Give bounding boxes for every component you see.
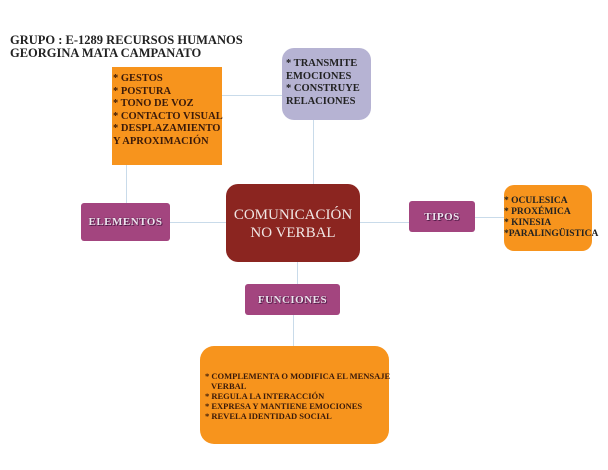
funciones-list-box: * COMPLEMENTA O MODIFICA EL MENSAJE VERB… xyxy=(200,346,391,444)
connector xyxy=(126,165,127,203)
list-item: * OCULESICA xyxy=(504,196,568,206)
list-item: Y APROXIMACIÓN xyxy=(113,135,209,147)
list-item: * REGULA LA INTERACCIÓN xyxy=(205,391,325,401)
list-item: * EXPRESA Y MANTIENE EMOCIONES xyxy=(205,401,363,411)
list-item: * PROXÉMICA xyxy=(504,207,571,217)
funciones-node: FUNCIONES xyxy=(245,284,340,315)
central-title: NO VERBAL xyxy=(250,225,336,241)
list-item: * GESTOS xyxy=(113,73,163,84)
connector xyxy=(360,222,409,223)
tipos-node: TIPOS xyxy=(409,201,475,232)
connector xyxy=(475,217,504,218)
connector xyxy=(170,222,226,223)
list-item: RELACIONES xyxy=(286,95,356,107)
central-title: COMUNICACIÓN xyxy=(233,207,353,223)
tipos-list-box: * OCULESICA * PROXÉMICA * KINESIA *PARAL… xyxy=(504,185,599,251)
connector xyxy=(222,95,282,96)
list-item: * CONSTRUYE xyxy=(286,83,360,94)
list-item: EMOCIONES xyxy=(286,70,352,82)
group-title: GRUPO : E-1289 RECURSOS HUMANOS xyxy=(10,33,243,47)
list-item: * TRANSMITE xyxy=(286,58,358,69)
list-item: * COMPLEMENTA O MODIFICA EL MENSAJE xyxy=(205,371,391,381)
elementos-node: ELEMENTOS xyxy=(81,203,170,241)
purpose-box: * TRANSMITE EMOCIONES * CONSTRUYE RELACI… xyxy=(282,48,371,120)
connector xyxy=(313,120,314,184)
list-item: * TONO DE VOZ xyxy=(113,98,194,109)
list-item: *PARALINGÜISTICA xyxy=(504,229,599,239)
elementos-list-box: * GESTOS * POSTURA * TONO DE VOZ * CONTA… xyxy=(112,67,223,165)
central-node: COMUNICACIÓN NO VERBAL xyxy=(226,184,360,262)
list-item: VERBAL xyxy=(211,381,247,391)
list-item: * DESPLAZAMIENTO xyxy=(113,123,221,134)
connector xyxy=(297,262,298,284)
list-item: * POSTURA xyxy=(113,85,172,97)
list-item: * KINESIA xyxy=(504,218,552,228)
author-name: GEORGINA MATA CAMPANATO xyxy=(10,46,202,60)
list-item: * REVELA IDENTIDAD SOCIAL xyxy=(205,411,332,421)
list-item: * CONTACTO VISUAL xyxy=(113,110,223,122)
connector xyxy=(293,315,294,346)
